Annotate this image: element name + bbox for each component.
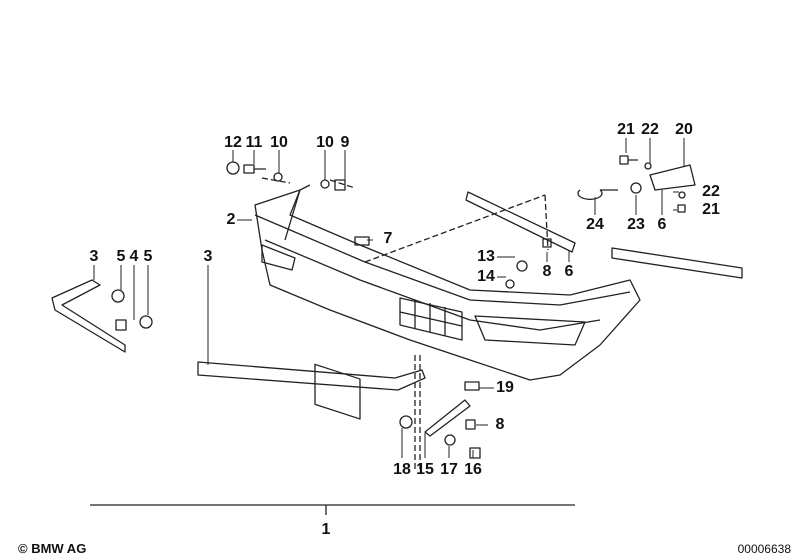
washer-10 — [273, 172, 283, 182]
callout-22[interactable]: 22 — [641, 121, 659, 138]
washer-10b — [320, 179, 330, 189]
callout-7[interactable]: 7 — [383, 230, 393, 247]
support-rail-right — [611, 247, 743, 279]
washer-17 — [444, 434, 456, 446]
callout-9[interactable]: 9 — [340, 134, 350, 151]
callout-4[interactable]: 4 — [129, 248, 139, 265]
screw-16 — [469, 447, 481, 459]
callout-24[interactable]: 24 — [586, 216, 604, 233]
fog-light-opening — [474, 315, 586, 346]
screw-11 — [243, 164, 266, 174]
callout-12[interactable]: 12 — [224, 134, 242, 151]
grommet-18 — [399, 415, 413, 429]
callout-6[interactable]: 6 — [657, 216, 667, 233]
assembly-bracket-line — [90, 504, 575, 515]
screw-21b — [677, 204, 686, 213]
callout-2[interactable]: 2 — [226, 211, 236, 228]
nut-8b — [465, 419, 476, 430]
nut-14 — [505, 279, 515, 289]
screw-21 — [619, 155, 638, 165]
nut-13 — [516, 260, 528, 272]
callout-23[interactable]: 23 — [627, 216, 645, 233]
callout-8[interactable]: 8 — [495, 416, 505, 433]
bumper-cover — [254, 189, 641, 381]
side-trim-strip-left — [51, 279, 126, 353]
callout-8[interactable]: 8 — [542, 263, 552, 280]
clip-7 — [354, 236, 370, 246]
callout-5[interactable]: 5 — [116, 248, 126, 265]
callout-13[interactable]: 13 — [477, 248, 495, 265]
bumper-grille-center — [399, 297, 463, 341]
nut-23 — [630, 182, 642, 194]
callout-3[interactable]: 3 — [203, 248, 213, 265]
callout-11[interactable]: 11 — [245, 134, 263, 151]
washer-22b — [678, 191, 686, 199]
side-trim-strip — [197, 361, 426, 391]
callout-6[interactable]: 6 — [564, 263, 574, 280]
nut-5 — [111, 289, 125, 303]
clip-19 — [464, 381, 480, 391]
bracket-15 — [424, 399, 471, 437]
nut-9 — [334, 179, 346, 191]
callout-14[interactable]: 14 — [477, 268, 495, 285]
fog-light-opening-left — [261, 244, 296, 271]
bracket-20 — [649, 164, 696, 191]
callout-18[interactable]: 18 — [393, 461, 411, 478]
washer-22 — [644, 162, 652, 170]
callout-19[interactable]: 19 — [496, 379, 514, 396]
clip-4 — [115, 319, 127, 331]
callout-3[interactable]: 3 — [89, 248, 99, 265]
callout-17[interactable]: 17 — [440, 461, 458, 478]
nut-8 — [542, 238, 552, 248]
image-number: 00006638 — [737, 542, 791, 556]
callout-15[interactable]: 15 — [416, 461, 434, 478]
callout-21[interactable]: 21 — [617, 121, 635, 138]
callout-21[interactable]: 21 — [702, 201, 720, 218]
callout-5[interactable]: 5 — [143, 248, 153, 265]
copyright-text: © BMW AG — [18, 541, 87, 556]
callout-10[interactable]: 10 — [270, 134, 288, 151]
callout-10[interactable]: 10 — [316, 134, 334, 151]
nut-5b — [139, 315, 153, 329]
callout-20[interactable]: 20 — [675, 121, 693, 138]
callout-22[interactable]: 22 — [702, 183, 720, 200]
callout-1[interactable]: 1 — [321, 521, 331, 538]
towing-eye-24 — [577, 189, 618, 200]
support-rail — [465, 191, 576, 253]
callout-16[interactable]: 16 — [464, 461, 482, 478]
cap-12 — [226, 161, 240, 175]
